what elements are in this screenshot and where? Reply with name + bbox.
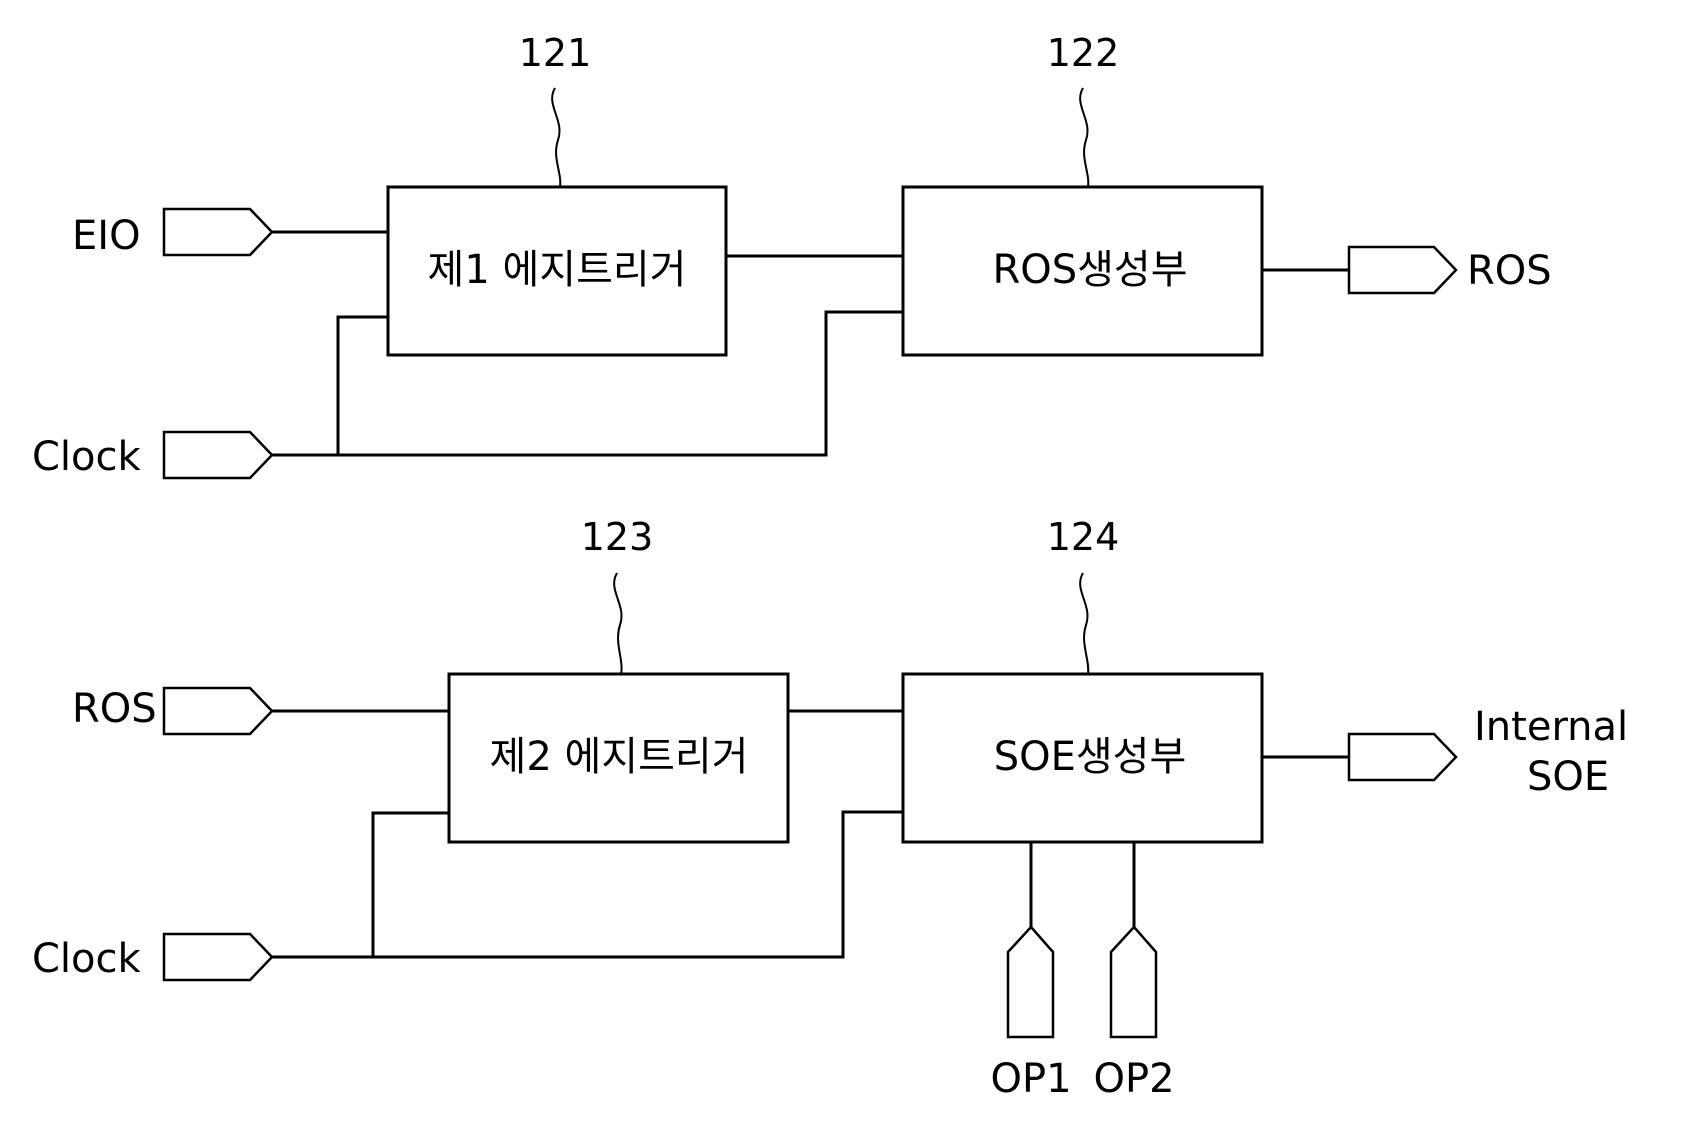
soe-out-port xyxy=(1349,734,1456,780)
clock-bottom-label: Clock xyxy=(32,936,142,982)
clock-top-port xyxy=(164,432,272,478)
clock-bottom-port xyxy=(164,934,272,980)
ros-out-label: ROS xyxy=(1467,248,1552,294)
leader-122 xyxy=(1080,88,1088,187)
eio-label: EIO xyxy=(72,213,141,259)
ros-in-port xyxy=(164,688,272,734)
clock-top-label: Clock xyxy=(32,434,142,480)
block-123-label: 제2 에지트리거 xyxy=(490,734,749,780)
block-121-label: 제1 에지트리거 xyxy=(428,247,687,293)
ros-out-port xyxy=(1349,247,1456,293)
op1-port xyxy=(1008,927,1053,1037)
ref-123: 123 xyxy=(581,515,654,559)
block-122-label: ROS생성부 xyxy=(992,247,1187,293)
clock-top-branch xyxy=(338,317,388,455)
ref-122: 122 xyxy=(1047,31,1120,75)
leader-123 xyxy=(614,573,621,674)
leader-124 xyxy=(1080,573,1088,674)
internal-soe-label-line1: Internal xyxy=(1474,704,1628,750)
op2-port xyxy=(1111,927,1156,1037)
op2-label: OP2 xyxy=(1093,1056,1174,1102)
clock-bottom-branch xyxy=(373,813,449,957)
block-124-label: SOE생성부 xyxy=(994,734,1187,780)
ref-124: 124 xyxy=(1047,515,1120,559)
internal-soe-label-line2: SOE xyxy=(1527,754,1609,800)
leader-121 xyxy=(552,88,560,187)
ref-121: 121 xyxy=(519,31,592,75)
ros-in-label: ROS xyxy=(72,686,157,732)
eio-port xyxy=(164,209,272,255)
op1-label: OP1 xyxy=(990,1056,1071,1102)
